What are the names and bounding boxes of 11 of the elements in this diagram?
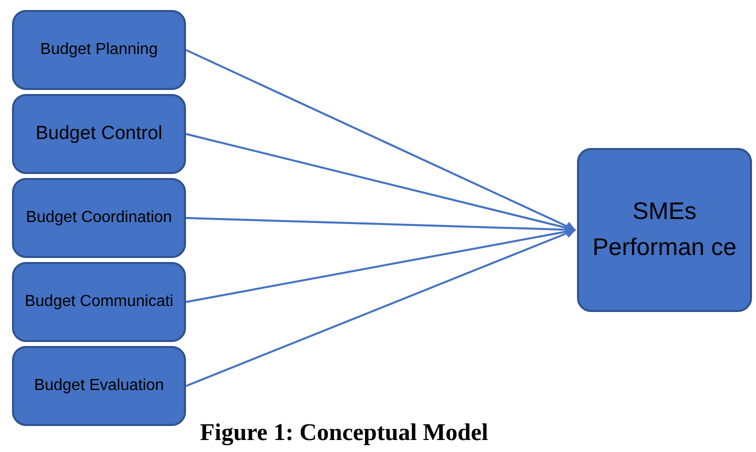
process-box: Budget Coordination [12,178,186,258]
process-box: Budget Evaluation [12,346,186,426]
arrow [186,133,576,233]
process-box: Budget Planning [12,10,186,90]
arrow [186,49,576,231]
arrow [186,228,576,387]
process-box: Budget Communicati [12,262,186,342]
figure-caption: Figure 1: Conceptual Model [200,419,488,448]
process-box: SMEs Performan ce [577,148,752,312]
process-box: Budget Control [12,94,186,174]
arrow [186,226,576,303]
